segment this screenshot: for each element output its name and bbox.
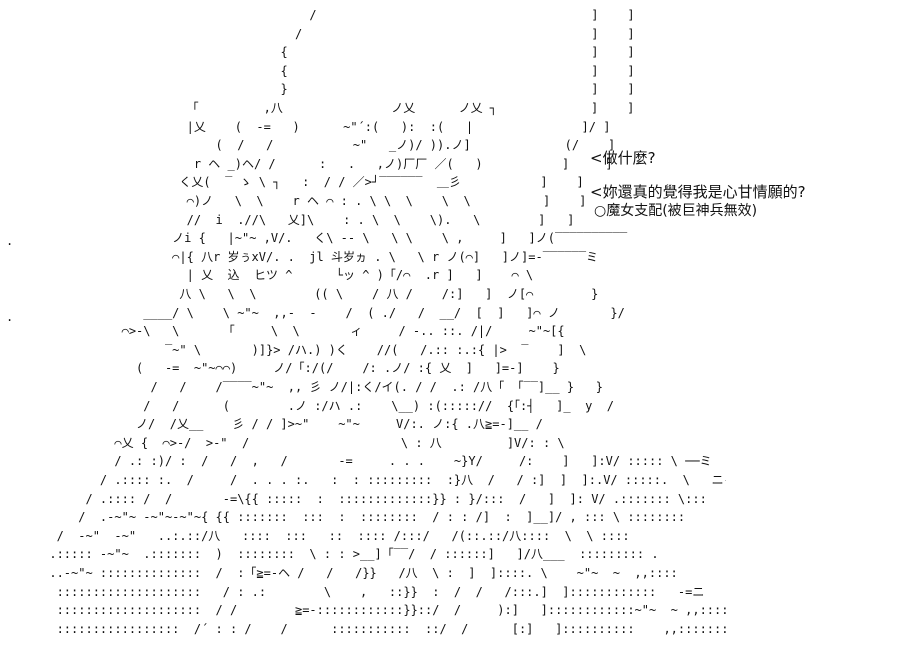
ascii-art-line: // i .//\ 乂]\ : . \ \ \). \ ] ] [6, 212, 575, 227]
ascii-art-line: :::::::::::::::::::: / / ≧=-::::::::::::… [6, 603, 726, 618]
ascii-art-line: / -~" -~" ..:.::/八 :::: ::: :: :::: /:::… [6, 528, 630, 543]
ascii-art-line: .::::: -~"~ .::::::: ) :::::::: \ : : >_… [6, 547, 659, 562]
edge-dot-lower: . [6, 310, 14, 324]
ascii-art-line: } ] ] [6, 82, 635, 97]
dialogue-block: <做什麼? <妳還真的覺得我是心甘情願的? ○魔女支配(被巨神兵無效) [590, 148, 890, 221]
ascii-art-line: / .:::: / / -=\{{ ::::: : :::::::::::::}… [6, 491, 707, 506]
dialogue-gap [590, 168, 890, 182]
ascii-art-line: / .-~"~ -~"~-~"~{ {{ ::::::: ::: : :::::… [6, 510, 686, 525]
ascii-art-line: 八 \ \ \ (( \ / 八 / /:] ] ノ[⌒ } [6, 287, 599, 301]
dialogue-note: ○魔女支配(被巨神兵無效) [594, 203, 758, 219]
ascii-art-line: / / /‾‾‾‾~"~ ,, 彡 ノ/|:く/イ(. / / .: /八「 「… [6, 380, 603, 394]
edge-dot-upper: . [6, 234, 14, 248]
dialogue-line-1: <做什麼? [590, 149, 656, 167]
ascii-art-line: r ヘ _)ヘ/ / : . ,ノ)厂厂 ／( ) ] ] [6, 156, 613, 171]
ascii-art-figure: / ] ] / ] ] { [6, 6, 726, 646]
ascii-art-line: { ] ] [6, 45, 635, 60]
ascii-art-line: / / ( .ノ :/ハ .: \__) :(:::::// {「:┤ ]_ y… [6, 398, 614, 413]
ascii-art-line: ⌒>‐\ \ 「 \ \ ィ / -.. ::. /|/ ~"~[{ [6, 324, 565, 339]
dialogue-line-2: <妳還真的覺得我是心甘情願的? [590, 183, 806, 201]
ascii-art-line: / ] ] [6, 26, 635, 41]
ascii-art-line: ::::::::::::::::: /´ : : / / :::::::::::… [6, 621, 726, 636]
ascii-art-line: ( / / ~" _ノ)/ )).ノ] (/ ] [6, 138, 616, 153]
ascii-art-line: ‾~" \ )]}> /ハ.) )く //( /.:: :.:{ |> ‾ ] … [6, 342, 587, 357]
ascii-art-line: ⌒)ノ \ \ r ヘ ⌒ : . \ \ \ \ \ ] ] [6, 194, 587, 208]
ascii-art-line: { ] ] [6, 63, 635, 78]
ascii-art-line: :::::::::::::::::::: / : .: \ , ::}} : /… [6, 584, 705, 599]
ascii-art-line: | 乂 込 ヒツ ^ └ッ ^ )「/⌒ .r ] ] ⌒ \ [6, 268, 534, 283]
ascii-art-line: ⌒|{ 八r 岁ぅxV/. . jl 斗岁ヵ . \ \ r ノ(⌒] ]ノ]=… [6, 249, 599, 264]
ascii-art-line: / .: :)/ : / / , / -= . . . ~}Y/ /: ] ]:… [6, 454, 712, 469]
ascii-art-line: ..-~"~ :::::::::::::: / :「≧=-ヘ / / /}} /… [6, 566, 678, 580]
ascii-art-line: ⌒乂 { ⌒>‐/ >‐" / \ : 八 ]V/: : \ [6, 435, 565, 450]
ascii-art-line: ノ/ /乂__ 彡 / / ]>~" ~"~ V/:. ノ:{ .八≧=-]__… [6, 417, 543, 432]
ascii-art-line: く乂( ‾ ゝ \ ┐ : / / ／>┘‾‾‾‾‾‾ ＿彡 ] ] [6, 175, 584, 190]
ascii-art-line: ____/ \ \ ~"~ ,,- - / ( ./ / __/ [ ] ]⌒ … [6, 305, 625, 320]
ascii-art-line: / ] ] [6, 8, 635, 22]
ascii-art-line: ( -= ~"~⌒⌒) ノ/「:/(/ /: .ノ/ :{ 乂 ] ]=-] } [6, 361, 560, 376]
ascii-art-line: ノi { |~"~ ,V/. く\ -- \ \ \ \ , ] ]ノ(‾‾‾‾… [6, 231, 628, 246]
ascii-art-line: / .:::: :. / / . . . :. : : ::::::::: :}… [6, 473, 726, 487]
ascii-art-line: |乂 ( -= ) ~"´:( ): :( | ]/ ] [6, 119, 611, 134]
ascii-art-line: 「 ,八 ノ乂 ノ乂 ┐ ] ] [6, 101, 635, 115]
